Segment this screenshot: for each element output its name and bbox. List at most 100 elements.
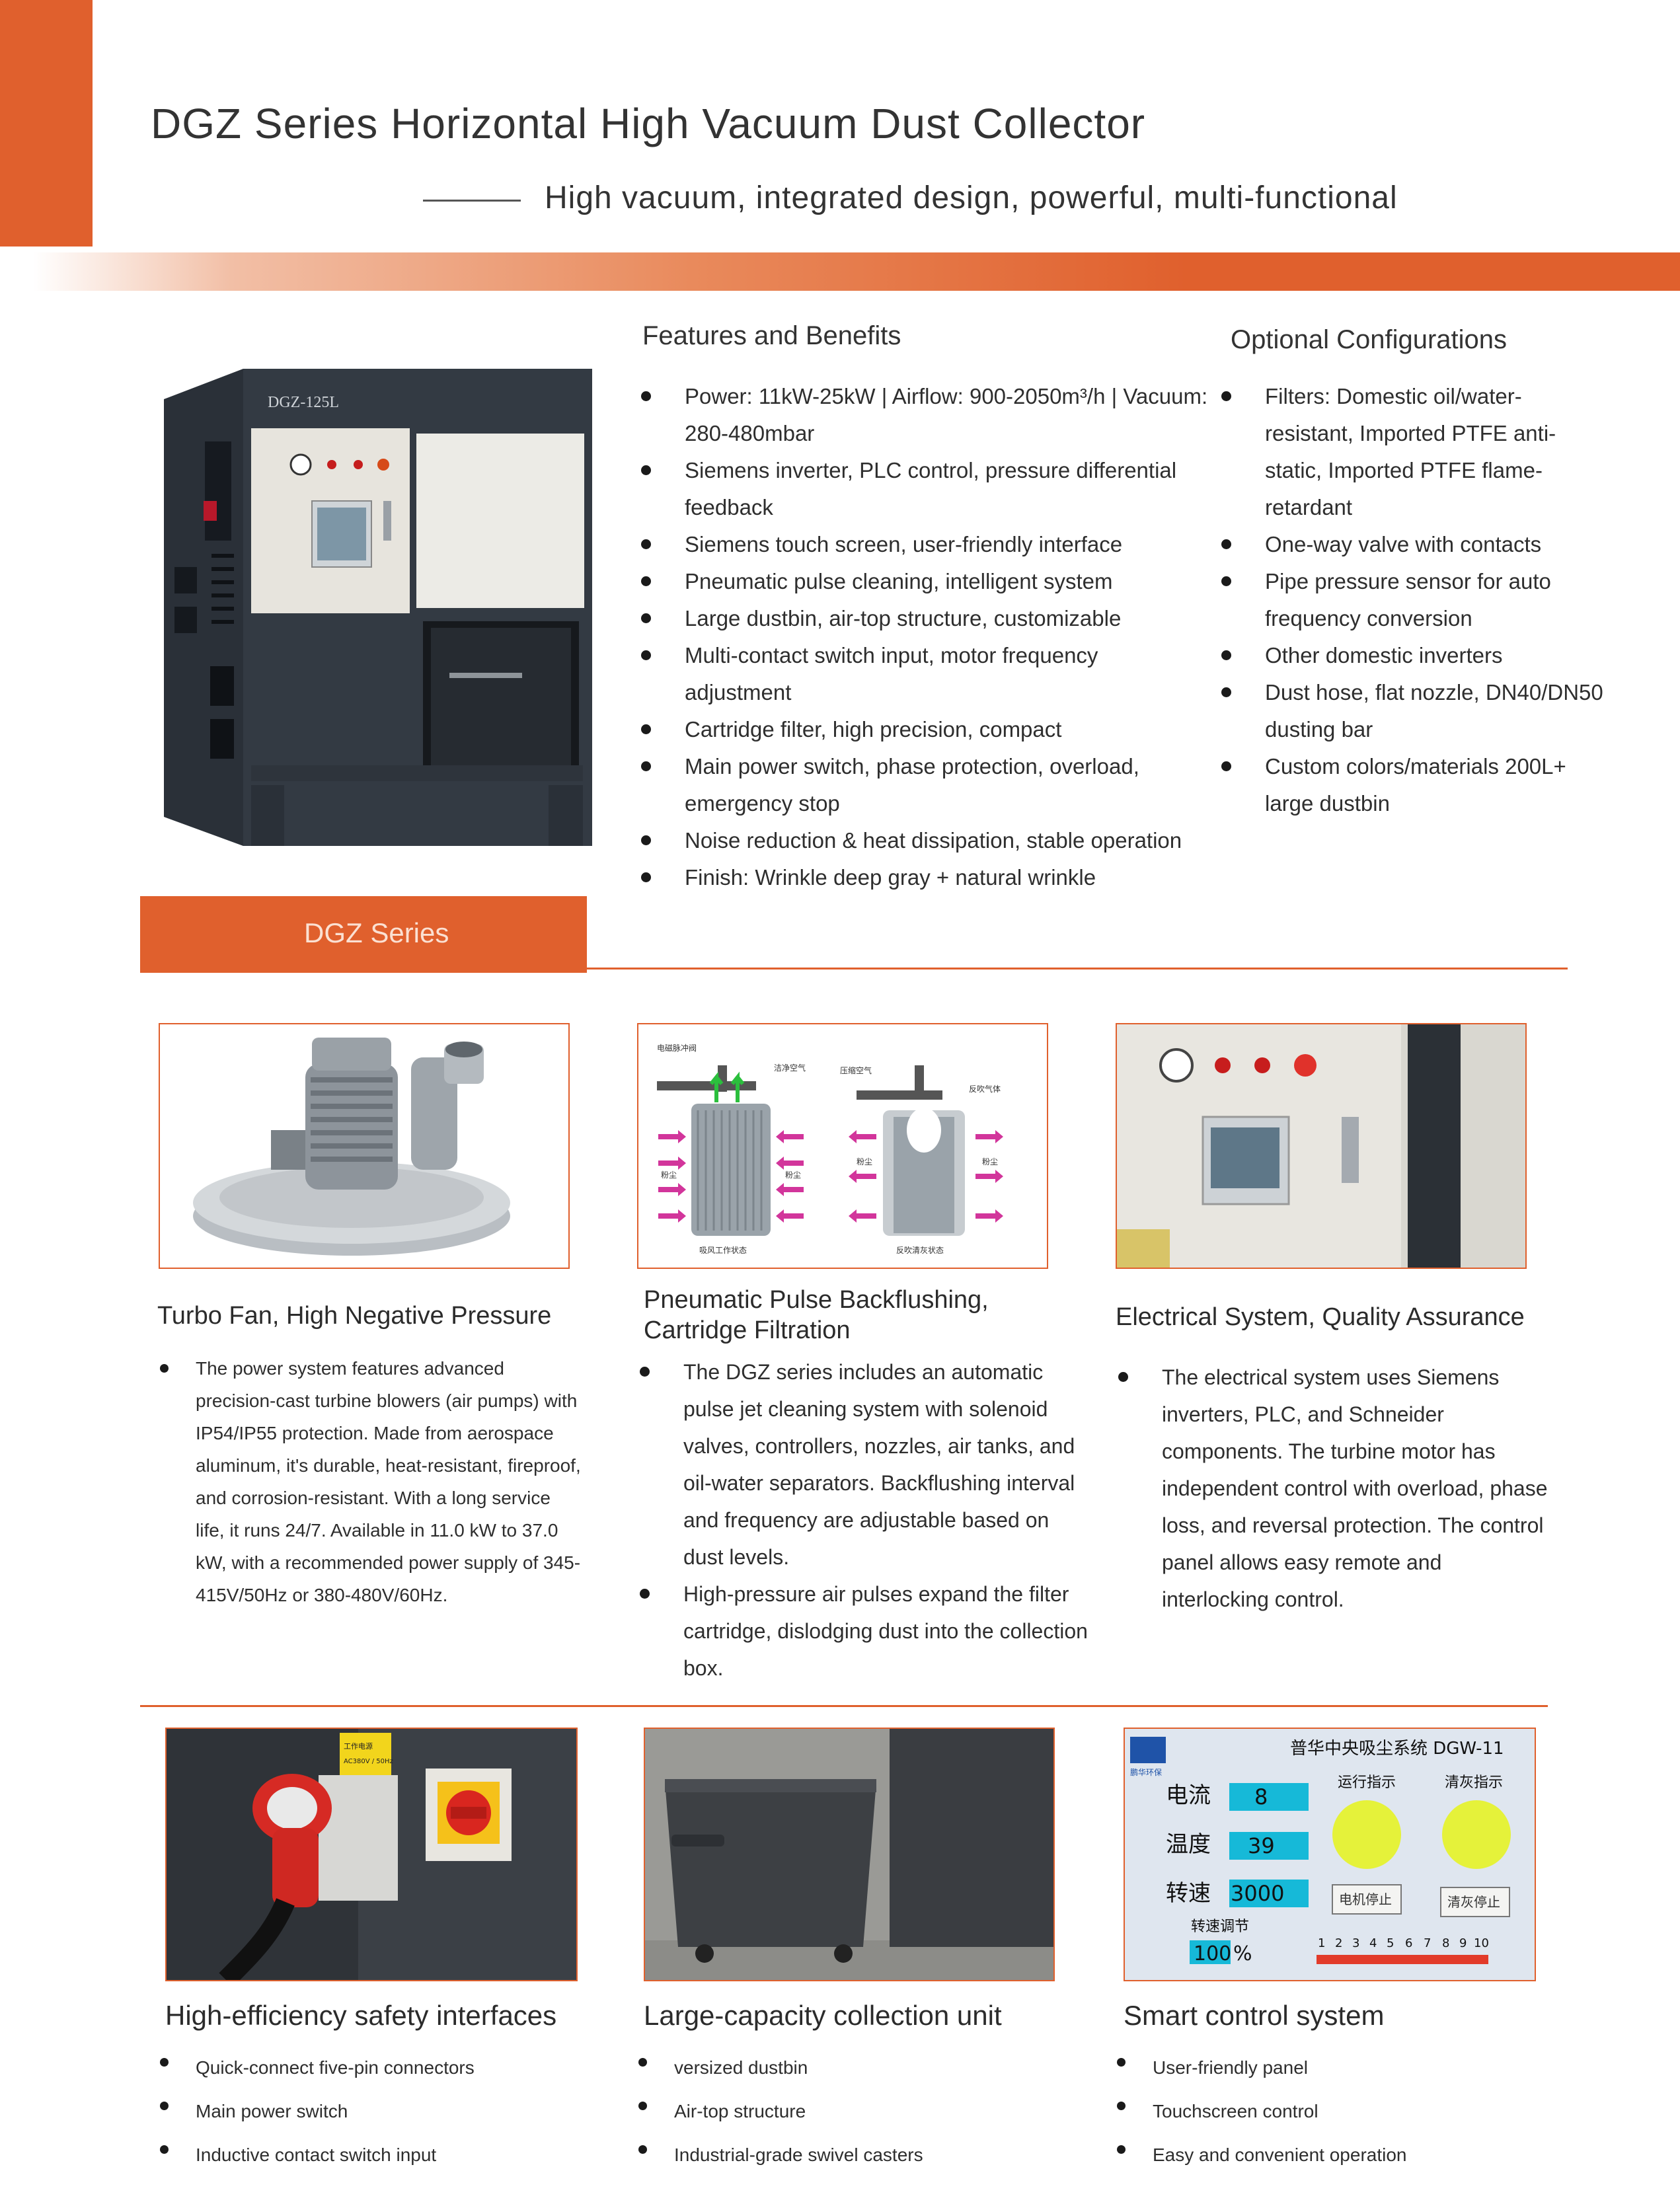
collection-item: Industrial-grade swivel casters — [637, 2133, 1060, 2177]
smart-item: User-friendly panel — [1116, 2046, 1539, 2090]
svg-text:6: 6 — [1405, 1936, 1412, 1950]
section-title-turbo: Turbo Fan, High Negative Pressure — [157, 1302, 552, 1330]
diagram-label: 电磁脉冲阀 — [657, 1043, 697, 1053]
hmi-speed-unit: % — [1233, 1942, 1252, 1965]
safety-item: Quick-connect five-pin connectors — [159, 2046, 582, 2090]
svg-text:7: 7 — [1424, 1936, 1431, 1950]
hmi-motor-stop-button[interactable]: 电机停止 — [1332, 1884, 1402, 1915]
hmi-row-label: 电流 — [1166, 1782, 1211, 1809]
svg-text:8: 8 — [1442, 1936, 1449, 1950]
header-accent-block — [0, 0, 93, 247]
top-section-divider — [140, 968, 1568, 970]
header-gradient-band — [33, 252, 1680, 291]
diagram-label: 粉尘 — [982, 1157, 998, 1166]
hmi-row-label: 转速 — [1166, 1880, 1211, 1907]
safety-interfaces-photo: 工作电源 AC380V / 50Hz — [165, 1728, 578, 1981]
svg-text:10: 10 — [1474, 1936, 1489, 1950]
features-list: Power: 11kW-25kW | Airflow: 900-2050m³/h… — [640, 378, 1208, 896]
turbo-item: The power system features advanced preci… — [159, 1352, 582, 1611]
hmi-clean-indicator-label: 清灰指示 — [1445, 1774, 1503, 1791]
feature-item: Finish: Wrinkle deep gray + natural wrin… — [640, 859, 1208, 896]
product-photo: DGZ-125L — [159, 362, 595, 851]
page-tagline: High vacuum, integrated design, powerful… — [545, 180, 1398, 215]
optional-item: Other domestic inverters — [1220, 637, 1603, 674]
safety-item: Main power switch — [159, 2090, 582, 2133]
optional-item: Pipe pressure sensor for auto frequency … — [1220, 563, 1603, 637]
turbo-fan-photo — [159, 1023, 570, 1269]
hmi-row-value: 39 — [1248, 1833, 1275, 1858]
svg-text:4: 4 — [1369, 1936, 1377, 1950]
hmi-speed-slider[interactable] — [1317, 1955, 1488, 1964]
optional-item: Filters: Domestic oil/water-resistant, I… — [1220, 378, 1603, 526]
diagram-label: 洁净空气 — [774, 1063, 806, 1073]
smart-item: Touchscreen control — [1116, 2090, 1539, 2133]
feature-item: Multi-contact switch input, motor freque… — [640, 637, 1208, 711]
section-title-pulse: Pneumatic Pulse Backflushing, Cartridge … — [644, 1286, 989, 1344]
pulse-list: The DGZ series includes an automatic pul… — [638, 1353, 1088, 1687]
optional-list: Filters: Domestic oil/water-resistant, I… — [1220, 378, 1603, 822]
pulse-item: High-pressure air pulses expand the filt… — [638, 1576, 1088, 1687]
section-title-collection: Large-capacity collection unit — [644, 2000, 1002, 2031]
diagram-label: 反吹气体 — [969, 1084, 1001, 1094]
collection-list: versized dustbin Air-top structure Indus… — [637, 2046, 1060, 2177]
sticker-line1: 工作电源 — [344, 1741, 373, 1751]
pulse-backflush-diagram: 电磁脉冲阀 洁净空气 压缩空气 反吹气体 粉尘 粉尘 粉尘 粉尘 吸风工作状态 … — [637, 1023, 1048, 1269]
smart-list: User-friendly panel Touchscreen control … — [1116, 2046, 1539, 2177]
svg-text:9: 9 — [1459, 1936, 1467, 1950]
hmi-clean-indicator — [1442, 1800, 1511, 1869]
safety-list: Quick-connect five-pin connectors Main p… — [159, 2046, 582, 2177]
section-title-smart: Smart control system — [1124, 2000, 1385, 2031]
features-heading: Features and Benefits — [642, 321, 901, 350]
safety-item: Inductive contact switch input — [159, 2133, 582, 2177]
hmi-clean-stop-label: 清灰停止 — [1447, 1894, 1500, 1910]
feature-item: Main power switch, phase protection, ove… — [640, 748, 1208, 822]
optional-heading: Optional Configurations — [1231, 325, 1508, 354]
section-title-safety: High-efficiency safety interfaces — [165, 2000, 557, 2031]
feature-item: Siemens inverter, PLC control, pressure … — [640, 452, 1208, 526]
mid-section-divider — [140, 1705, 1548, 1707]
diagram-label: 粉尘 — [785, 1170, 801, 1180]
series-tab-label: DGZ Series — [304, 917, 449, 948]
diagram-caption: 吸风工作状态 — [699, 1246, 747, 1255]
hmi-motor-stop-label: 电机停止 — [1339, 1891, 1392, 1907]
svg-text:2: 2 — [1335, 1936, 1342, 1950]
machine-label: DGZ-125L — [268, 394, 339, 411]
hmi-row-value: 3000 — [1231, 1881, 1284, 1906]
hmi-row-label: 温度 — [1166, 1831, 1211, 1858]
collection-item: Air-top structure — [637, 2090, 1060, 2133]
svg-text:1: 1 — [1318, 1936, 1325, 1950]
svg-text:5: 5 — [1387, 1936, 1394, 1950]
turbo-list: The power system features advanced preci… — [159, 1352, 582, 1611]
hmi-system-title: 普华中央吸尘系统 DGW-11 — [1290, 1739, 1504, 1759]
hmi-speed-field[interactable] — [1190, 1940, 1231, 1964]
electrical-item: The electrical system uses Siemens inver… — [1117, 1359, 1553, 1618]
sticker-line2: AC380V / 50Hz — [344, 1758, 393, 1765]
hmi-run-indicator-label: 运行指示 — [1338, 1774, 1396, 1791]
pulse-item: The DGZ series includes an automatic pul… — [638, 1353, 1088, 1576]
section-title-electrical: Electrical System, Quality Assurance — [1116, 1303, 1525, 1331]
hmi-row-value: 8 — [1254, 1784, 1268, 1809]
page-title: DGZ Series Horizontal High Vacuum Dust C… — [151, 100, 1146, 147]
collection-unit-photo — [644, 1728, 1055, 1981]
feature-item: Cartridge filter, high precision, compac… — [640, 711, 1208, 748]
hmi-speed-adjust-label: 转速调节 — [1191, 1919, 1249, 1935]
optional-item: Custom colors/materials 200L+ large dust… — [1220, 748, 1603, 822]
tagline-rule — [423, 200, 521, 202]
hmi-speed-scale: 1 2 3 4 5 6 7 8 9 10 — [1318, 1936, 1489, 1950]
feature-item: Noise reduction & heat dissipation, stab… — [640, 822, 1208, 859]
hmi-speed-value: 100 — [1194, 1942, 1231, 1965]
feature-item: Pneumatic pulse cleaning, intelligent sy… — [640, 563, 1208, 600]
hmi-logo-text: 鹏华环保 — [1130, 1768, 1162, 1777]
diagram-label: 粉尘 — [857, 1157, 872, 1166]
series-tab: DGZ Series — [140, 896, 587, 973]
electrical-panel-photo — [1116, 1023, 1527, 1269]
smart-control-hmi: 鹏华环保 普华中央吸尘系统 DGW-11 电流 温度 转速 8 39 3000 … — [1124, 1728, 1536, 1981]
feature-item: Power: 11kW-25kW | Airflow: 900-2050m³/h… — [640, 378, 1208, 452]
collection-item: versized dustbin — [637, 2046, 1060, 2090]
hmi-run-indicator — [1332, 1800, 1401, 1869]
optional-item: One-way valve with contacts — [1220, 526, 1603, 563]
diagram-label: 压缩空气 — [840, 1065, 872, 1075]
diagram-label: 粉尘 — [661, 1170, 677, 1180]
hmi-clean-stop-button[interactable]: 清灰停止 — [1440, 1887, 1510, 1917]
feature-item: Large dustbin, air-top structure, custom… — [640, 600, 1208, 637]
